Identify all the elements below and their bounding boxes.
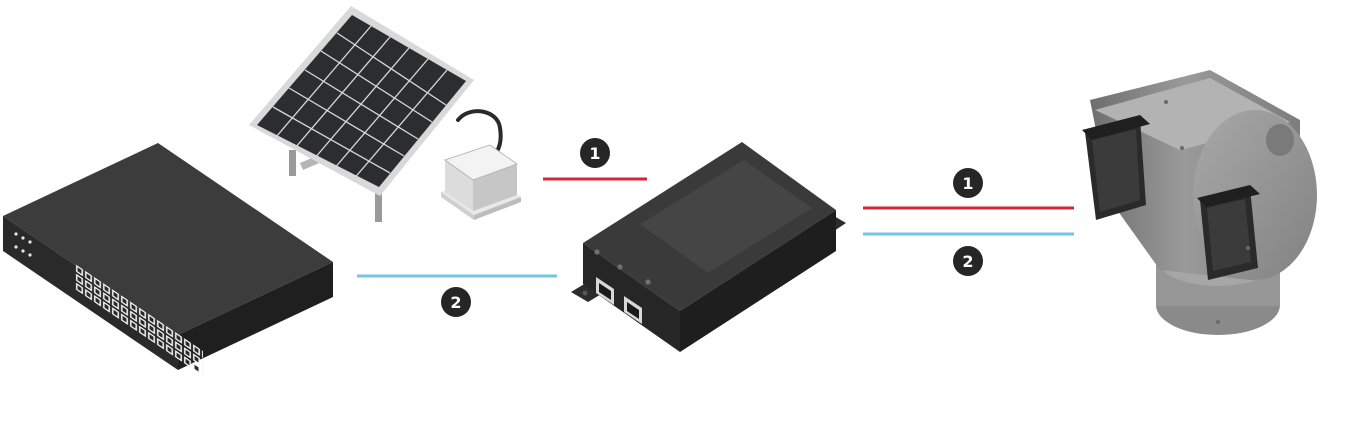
svg-text:2: 2	[450, 293, 461, 312]
ptz-camera-icon	[1082, 70, 1317, 335]
svg-text:1: 1	[589, 144, 600, 163]
badge-data-right: 2	[953, 246, 983, 276]
solar-panel-icon	[249, 6, 503, 222]
svg-text:2: 2	[962, 252, 973, 271]
battery-box-icon	[441, 144, 521, 220]
svg-text:1: 1	[962, 174, 973, 193]
badge-data-left: 2	[441, 287, 471, 317]
poe-injector-icon	[571, 142, 846, 352]
badge-power-left: 1	[580, 138, 610, 168]
badge-power-right: 1	[953, 168, 983, 198]
network-switch-icon	[3, 143, 333, 378]
